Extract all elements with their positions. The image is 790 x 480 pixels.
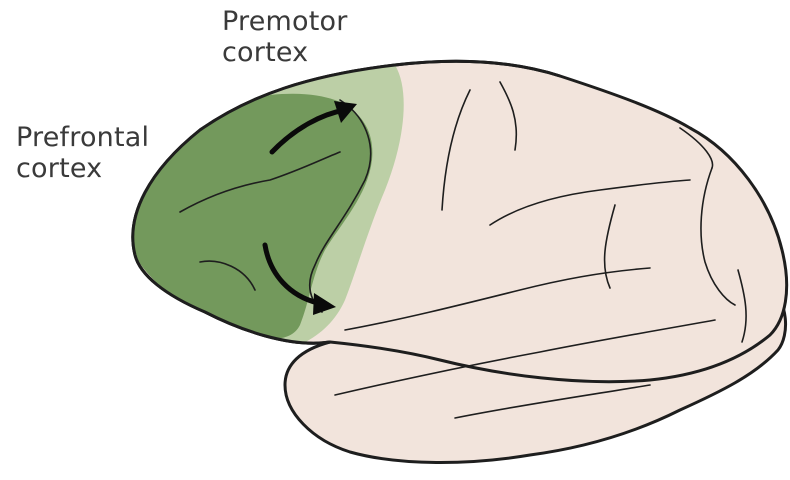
prefrontal-cortex-label: Prefrontal cortex <box>16 122 149 184</box>
premotor-label-line1: Premotor <box>222 6 348 37</box>
prefrontal-label-line1: Prefrontal <box>16 122 149 153</box>
premotor-cortex-label: Premotor cortex <box>222 6 348 68</box>
premotor-label-line2: cortex <box>222 37 348 68</box>
prefrontal-label-line2: cortex <box>16 153 149 184</box>
